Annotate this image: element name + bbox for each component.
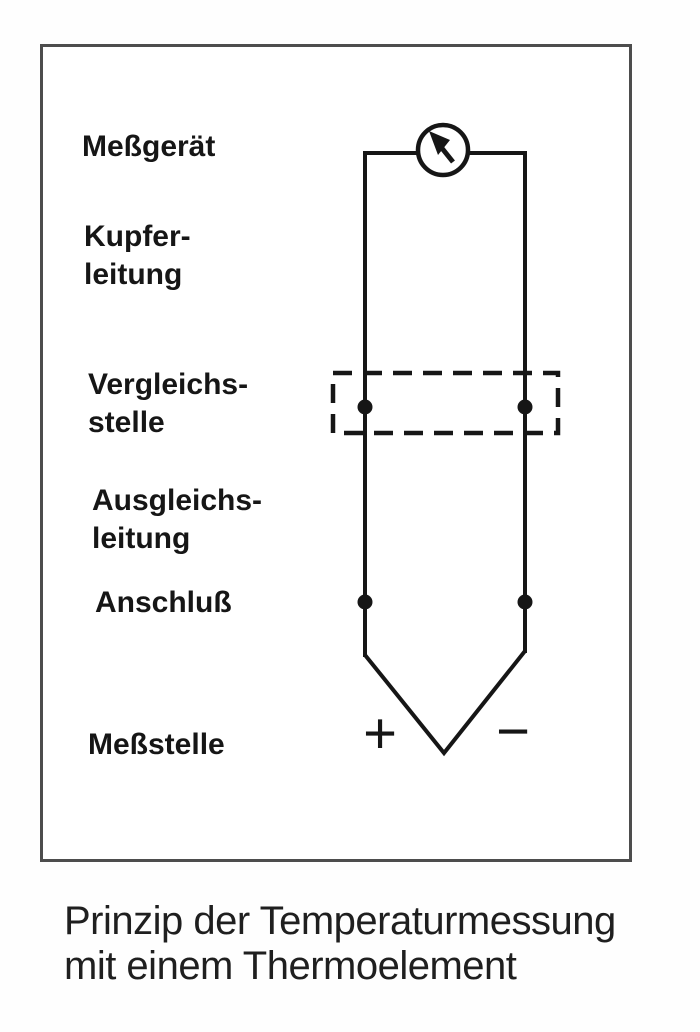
label-line: Meßstelle	[88, 728, 225, 761]
label-kupferleitung: Kupfer- leitung	[84, 218, 191, 294]
label-line: Anschluß	[95, 586, 232, 619]
label-messgeraet: Meßgerät	[82, 128, 215, 166]
label-anschluss: Anschluß	[95, 584, 232, 622]
label-vergleichsstelle: Vergleichs- stelle	[88, 366, 248, 442]
label-line: Kupfer-	[84, 220, 191, 253]
label-line: leitung	[84, 258, 183, 291]
caption-line-2: mit einem Thermoelement	[64, 944, 517, 988]
label-ausgleichsleitung: Ausgleichs- leitung	[92, 482, 262, 558]
label-line: Meßgerät	[82, 130, 216, 163]
label-messstelle: Meßstelle	[88, 726, 225, 764]
label-line: Vergleichs-	[88, 368, 249, 401]
diagram-frame	[40, 44, 632, 862]
label-line: stelle	[88, 406, 165, 439]
figure-caption: Prinzip der Temperaturmessung mit einem …	[64, 899, 616, 989]
caption-line-1: Prinzip der Temperaturmessung	[64, 899, 616, 943]
label-line: Ausgleichs-	[92, 484, 263, 517]
label-line: leitung	[92, 522, 191, 555]
